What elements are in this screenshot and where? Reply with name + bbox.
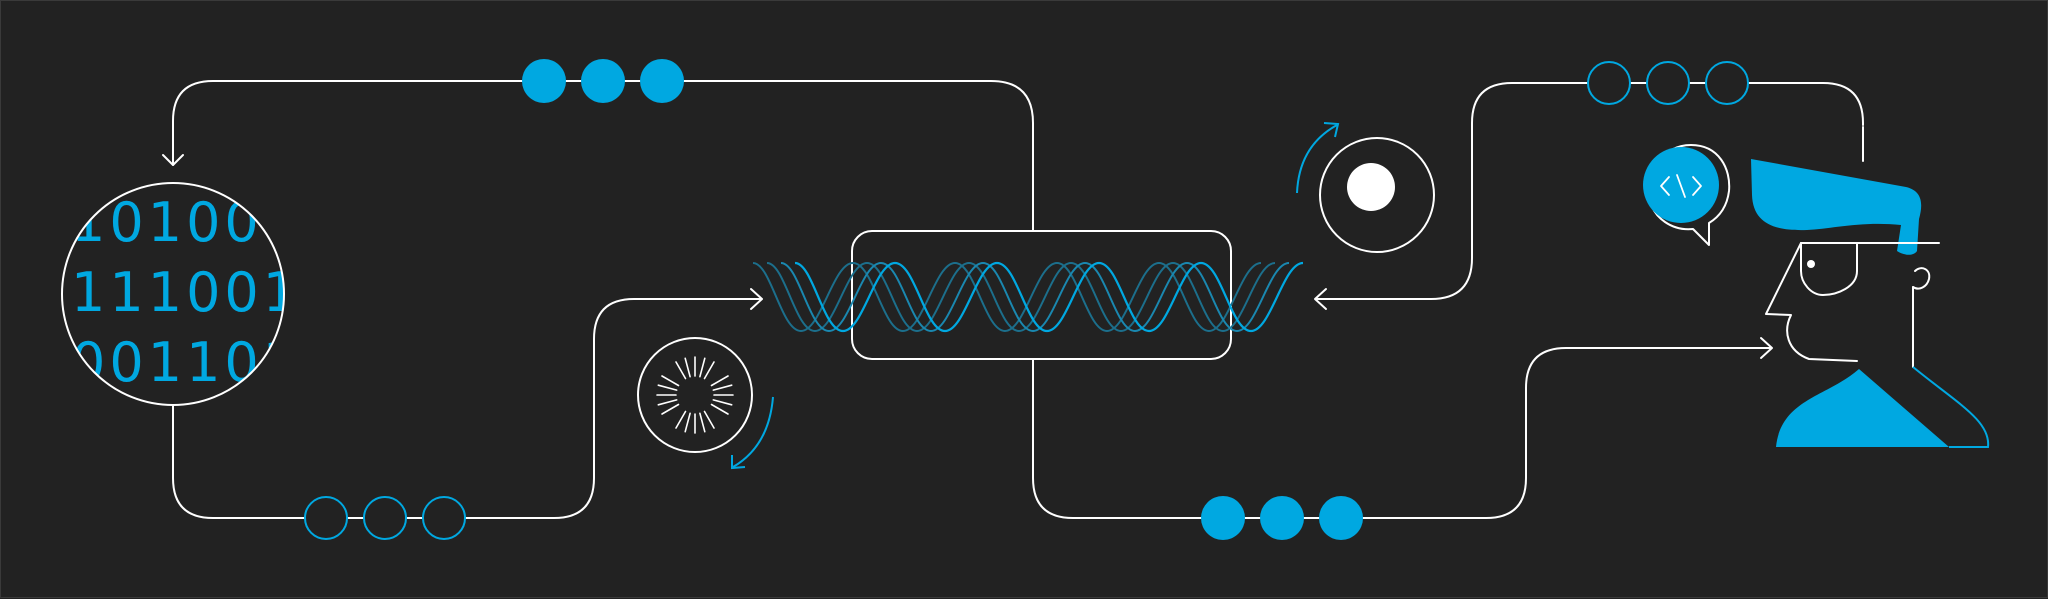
binary-row: 111001	[71, 261, 301, 324]
outline-dots-top-right	[1587, 61, 1749, 105]
wave-main	[794, 261, 1304, 333]
wave-faded	[766, 261, 1276, 333]
wave-mid	[780, 261, 1290, 333]
wave-faded	[752, 261, 1262, 333]
arrow-icon	[1314, 288, 1327, 310]
binary-row: 101001	[71, 191, 301, 254]
record-dot-icon	[1319, 137, 1435, 253]
channel-bottom-connector	[1032, 347, 1772, 519]
top-left-connector	[172, 80, 1034, 232]
top-right-connector	[1315, 82, 1864, 300]
filled-dots-bottom-right	[1201, 496, 1363, 540]
code-speech-bubble-icon	[1643, 144, 1731, 246]
spinner-icon	[637, 337, 753, 453]
binary-lens-icon: 101001 111001 001101	[61, 182, 301, 406]
bottom-left-connector	[172, 298, 762, 519]
refresh-arrow-icon	[1296, 122, 1340, 194]
person-figure-icon	[1751, 126, 1990, 448]
binary-row: 001101	[71, 331, 301, 394]
wave-channel-icon	[752, 230, 1304, 360]
arrow-icon	[750, 288, 763, 310]
arrow-icon	[1760, 337, 1773, 359]
refresh-arrow-icon	[731, 396, 774, 470]
outline-dots-bottom-left	[304, 496, 466, 540]
filled-dots-top	[522, 59, 684, 103]
